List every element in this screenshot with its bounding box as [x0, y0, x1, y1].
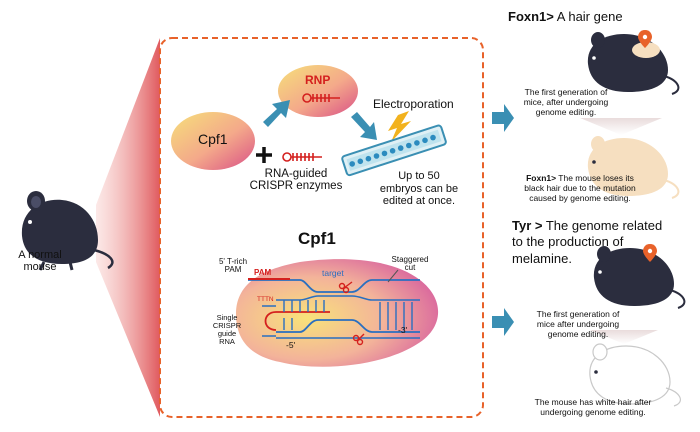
tyr-heading-line3: melamine.	[512, 250, 572, 266]
arrow-to-electroporation	[351, 112, 377, 140]
normal-mouse-label-line1: A normal	[18, 249, 62, 261]
embryo-dot	[414, 140, 420, 146]
foxn1-result-caption: Foxn1> The mouse loses its black hair du…	[508, 173, 652, 203]
location-pin-icon-2	[643, 244, 657, 262]
foxn1-gen-line3: genome editing.	[535, 106, 597, 117]
foxn1-gen-line1: The first generation of	[524, 87, 608, 97]
foxn1-result-line2: black hair due to the mutation	[524, 182, 636, 193]
embryos-line3: edited at once.	[382, 195, 456, 208]
staggered-line2: cut	[404, 263, 416, 273]
tyr-gen-line2: mice after undergoing	[536, 318, 620, 329]
foxn1-result-mouse-icon	[587, 136, 680, 199]
staggered-cut-label: Staggered cut	[380, 255, 440, 273]
foxn1-heading-bold: Foxn1>	[508, 9, 554, 24]
electroporation-label: Electroporation	[373, 97, 454, 111]
embryo-dots	[349, 134, 436, 167]
foxn1-result-line3: caused by genome editing.	[529, 192, 631, 203]
foxn1-result-line1: The mouse loses its	[556, 173, 634, 183]
embryo-dot	[397, 145, 404, 151]
embryo-dot	[422, 137, 428, 144]
cpf1-large-blob	[236, 259, 439, 367]
tyr-heading-bold: Tyr >	[512, 218, 543, 233]
cpf1-blob	[171, 112, 255, 170]
foxn1-gen-line2: mice, after undergoing	[523, 96, 609, 107]
t-rich-line1: 5' T-rich	[218, 257, 248, 266]
guide-line4: RNA	[219, 336, 235, 346]
normal-mouse-label: A normal mouse	[10, 249, 70, 273]
embryos-line2: embryos can be	[379, 182, 459, 195]
tyr-gen-line3: genome editing.	[547, 328, 609, 339]
tyr-gen-line1: The first generation of	[536, 309, 620, 319]
arrow-right-top-icon	[492, 104, 514, 132]
tttn-label: TTTN	[257, 296, 274, 303]
tyr-result-caption: The mouse has white hair after undergoin…	[518, 397, 668, 418]
t-rich-pam-label: 5' T-rich PAM	[208, 257, 258, 275]
scissors-icon	[338, 281, 365, 346]
normal-mouse-label-line2: mouse	[23, 260, 57, 273]
embryo-dot	[389, 148, 396, 154]
rna-guided-line1: RNA-guided	[264, 168, 328, 180]
embryo-dot	[381, 150, 388, 157]
arrow-to-rnp	[263, 100, 290, 127]
embryo-dot	[373, 153, 380, 159]
foxn1-result-bold: Foxn1>	[526, 173, 557, 183]
staggered-line1: Staggered	[391, 255, 429, 264]
embryos-label: Up to 50 embryos can be edited at once.	[370, 170, 468, 208]
staggered-pointer	[387, 269, 399, 283]
guide-line1: Single	[216, 313, 238, 322]
cpf1-label: Cpf1	[198, 131, 228, 147]
transition-triangle-1	[580, 118, 662, 135]
tyr-heading-line1: The genome related	[542, 218, 663, 233]
tyr-result-line2: undergoing genome editing.	[540, 406, 646, 417]
arrow-right-bottom-icon	[492, 308, 514, 336]
target-label: target	[322, 268, 344, 278]
tyr-gen1-caption: The first generation of mice after under…	[520, 309, 636, 339]
embryos-line1: Up to 50	[398, 170, 440, 182]
foxn1-gen1-caption: The first generation of mice, after unde…	[502, 87, 630, 117]
foxn1-heading: Foxn1> A hair gene	[508, 10, 623, 24]
zoom-fan	[96, 38, 160, 417]
rnp-rna-icon	[302, 93, 340, 103]
foxn1-heading-rest: A hair gene	[553, 9, 623, 24]
rnp-label: RNP	[305, 73, 331, 87]
rnp-blob	[278, 65, 358, 117]
foxn1-gen1-mouse-icon	[587, 32, 680, 95]
five-prime-label: -5'	[286, 340, 296, 350]
tyr-result-line1: The mouse has white hair after	[534, 397, 652, 407]
pam-label: PAM	[254, 268, 272, 277]
three-prime-label: -3'	[398, 325, 408, 335]
dna-strands	[248, 278, 420, 339]
embryo-dot	[406, 142, 412, 149]
guide-rna-label: Single CRISPR guide RNA	[204, 314, 250, 346]
guide-line2: CRISPR	[212, 320, 242, 330]
embryo-dot	[357, 158, 364, 165]
tyr-heading: Tyr > The genome related to the producti…	[512, 218, 662, 267]
embryo-dot	[349, 161, 356, 167]
tyr-heading-line2: to the production of	[512, 234, 624, 250]
guide-line3: guide	[217, 328, 237, 338]
detail-frame	[159, 37, 484, 418]
rna-guided-label: RNA-guided CRISPR enzymes	[240, 168, 352, 192]
normal-mouse-icon	[21, 191, 114, 271]
location-pin-icon	[638, 30, 652, 48]
rna-guided-line2: CRISPR enzymes	[249, 180, 343, 193]
tyr-gen1-mouse-icon	[593, 246, 686, 309]
embryo-dot	[430, 134, 436, 141]
lightning-icon	[388, 111, 411, 142]
rna-guide-icon	[282, 152, 322, 162]
cpf1-detail-title: Cpf1	[298, 229, 336, 248]
embryo-dot	[365, 155, 372, 162]
t-rich-line2: PAM	[224, 265, 242, 275]
plus-icon	[256, 147, 272, 163]
tyr-result-mouse-icon	[589, 343, 682, 407]
transition-triangle-2	[590, 330, 658, 344]
